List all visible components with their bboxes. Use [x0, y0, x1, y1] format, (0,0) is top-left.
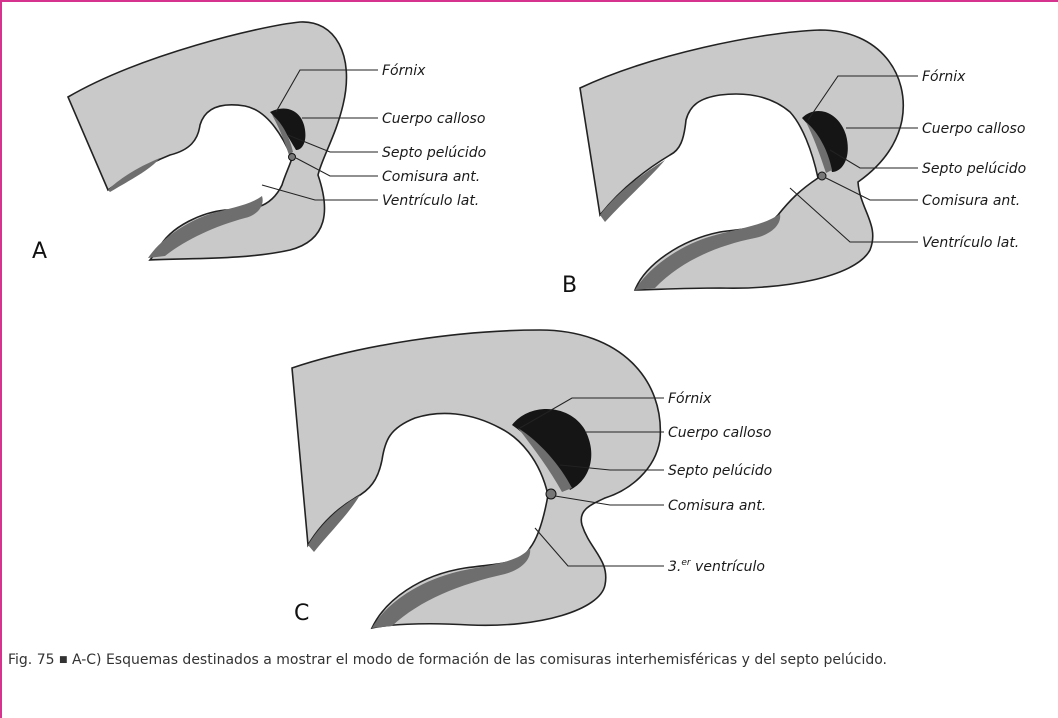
label-cuerpo-calloso: Cuerpo calloso — [668, 425, 771, 441]
hemisphere-outline — [292, 330, 660, 628]
figure-diagram: Fórnix Cuerpo calloso Septo pelúcido Com… — [0, 0, 1058, 640]
panel-b: Fórnix Cuerpo calloso Septo pelúcido Com… — [562, 30, 1026, 298]
label-fornix: Fórnix — [382, 63, 426, 79]
label-comisura-ant: Comisura ant. — [922, 193, 1020, 209]
label-comisura-ant: Comisura ant. — [382, 169, 480, 185]
anterior-commissure — [289, 154, 296, 161]
label-ventriculo-lat: Ventrículo lat. — [382, 193, 479, 209]
caption-text: A-C) Esquemas destinados a mostrar el mo… — [68, 652, 888, 668]
figure-number: Fig. 75 — [8, 652, 55, 668]
panel-letter-b: B — [562, 273, 577, 298]
label-fornix: Fórnix — [922, 69, 966, 85]
label-septo-pelucido: Septo pelúcido — [382, 145, 486, 161]
anterior-commissure — [546, 489, 556, 499]
panel-c: Fórnix Cuerpo calloso Septo pelúcido Com… — [292, 330, 772, 628]
anterior-commissure — [818, 172, 826, 180]
label-3er-ventriculo: 3.er ventrículo — [668, 558, 765, 575]
caption-bullet: ■ — [59, 655, 68, 665]
figure-caption: Fig. 75 ■ A-C) Esquemas destinados a mos… — [8, 650, 1038, 671]
panel-letter-a: A — [32, 239, 47, 264]
label-comisura-ant: Comisura ant. — [668, 498, 766, 514]
label-septo-pelucido: Septo pelúcido — [668, 463, 772, 479]
hemisphere-outline — [580, 30, 903, 290]
label-ventriculo-lat: Ventrículo lat. — [922, 235, 1019, 251]
panel-a: Fórnix Cuerpo calloso Septo pelúcido Com… — [32, 22, 486, 264]
label-cuerpo-calloso: Cuerpo calloso — [382, 111, 485, 127]
label-cuerpo-calloso: Cuerpo calloso — [922, 121, 1025, 137]
label-septo-pelucido: Septo pelúcido — [922, 161, 1026, 177]
panel-letter-c: C — [294, 601, 309, 626]
label-fornix: Fórnix — [668, 391, 712, 407]
